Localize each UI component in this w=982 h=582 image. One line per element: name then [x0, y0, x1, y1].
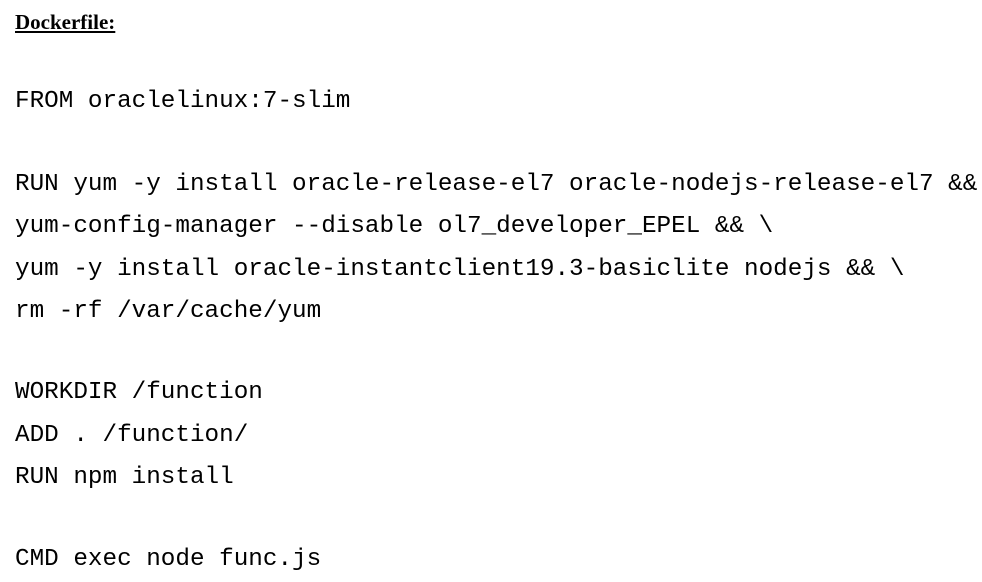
- code-line-yum-config: yum-config-manager --disable ol7_develop…: [15, 213, 774, 240]
- code-line-cmd: CMD exec node func.js: [15, 546, 322, 573]
- code-line-add: ADD . /function/: [15, 422, 249, 449]
- code-line-npm-install: RUN npm install: [15, 464, 234, 491]
- code-line-yum-install: yum -y install oracle-instantclient19.3-…: [15, 256, 905, 283]
- code-line-from: FROM oraclelinux:7-slim: [15, 88, 351, 115]
- code-line-workdir: WORKDIR /function: [15, 379, 263, 406]
- code-line-run-install: RUN yum -y install oracle-release-el7 or…: [15, 171, 982, 198]
- document-heading: Dockerfile:: [15, 10, 116, 34]
- code-line-rm-cache: rm -rf /var/cache/yum: [15, 298, 322, 325]
